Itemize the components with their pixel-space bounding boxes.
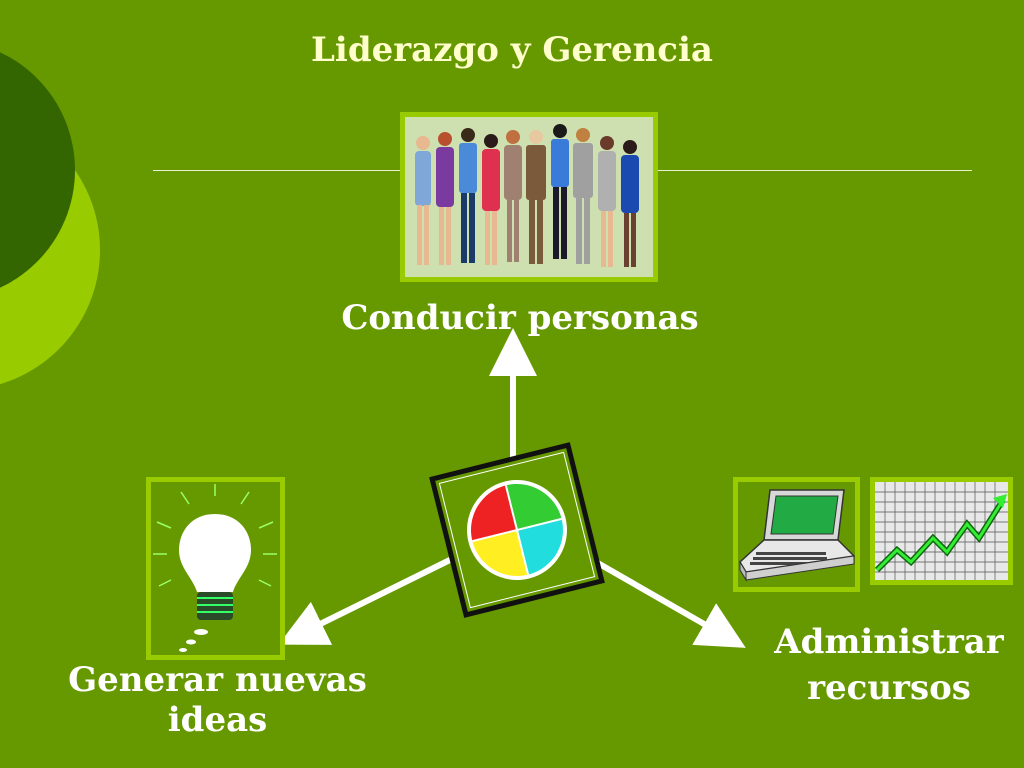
laptop-icon xyxy=(739,489,856,582)
lightbulb-icon xyxy=(153,484,277,652)
lightbulb-image-frame xyxy=(146,477,285,660)
people-group-icon xyxy=(405,117,653,277)
arrow-left xyxy=(278,552,462,645)
decorative-circles xyxy=(0,52,100,385)
chart-image-frame xyxy=(870,477,1013,585)
administrar-recursos-line1: Administrar xyxy=(774,622,1004,662)
separator-line-right xyxy=(656,170,972,171)
management-wheel-icon xyxy=(429,442,605,618)
laptop-image-frame xyxy=(733,477,860,592)
generar-ideas-label: Generar nuevas ideas xyxy=(60,660,375,740)
generar-ideas-line2: ideas xyxy=(167,700,268,740)
administrar-recursos-line2: recursos xyxy=(807,668,971,708)
administrar-recursos-label: Administrar recursos xyxy=(760,622,1018,708)
people-image-frame xyxy=(400,112,658,282)
rising-chart-icon xyxy=(874,482,1008,580)
slide-title: Liderazgo y Gerencia xyxy=(311,30,713,70)
generar-ideas-line1: Generar nuevas xyxy=(68,660,367,700)
separator-line-left xyxy=(153,170,403,171)
